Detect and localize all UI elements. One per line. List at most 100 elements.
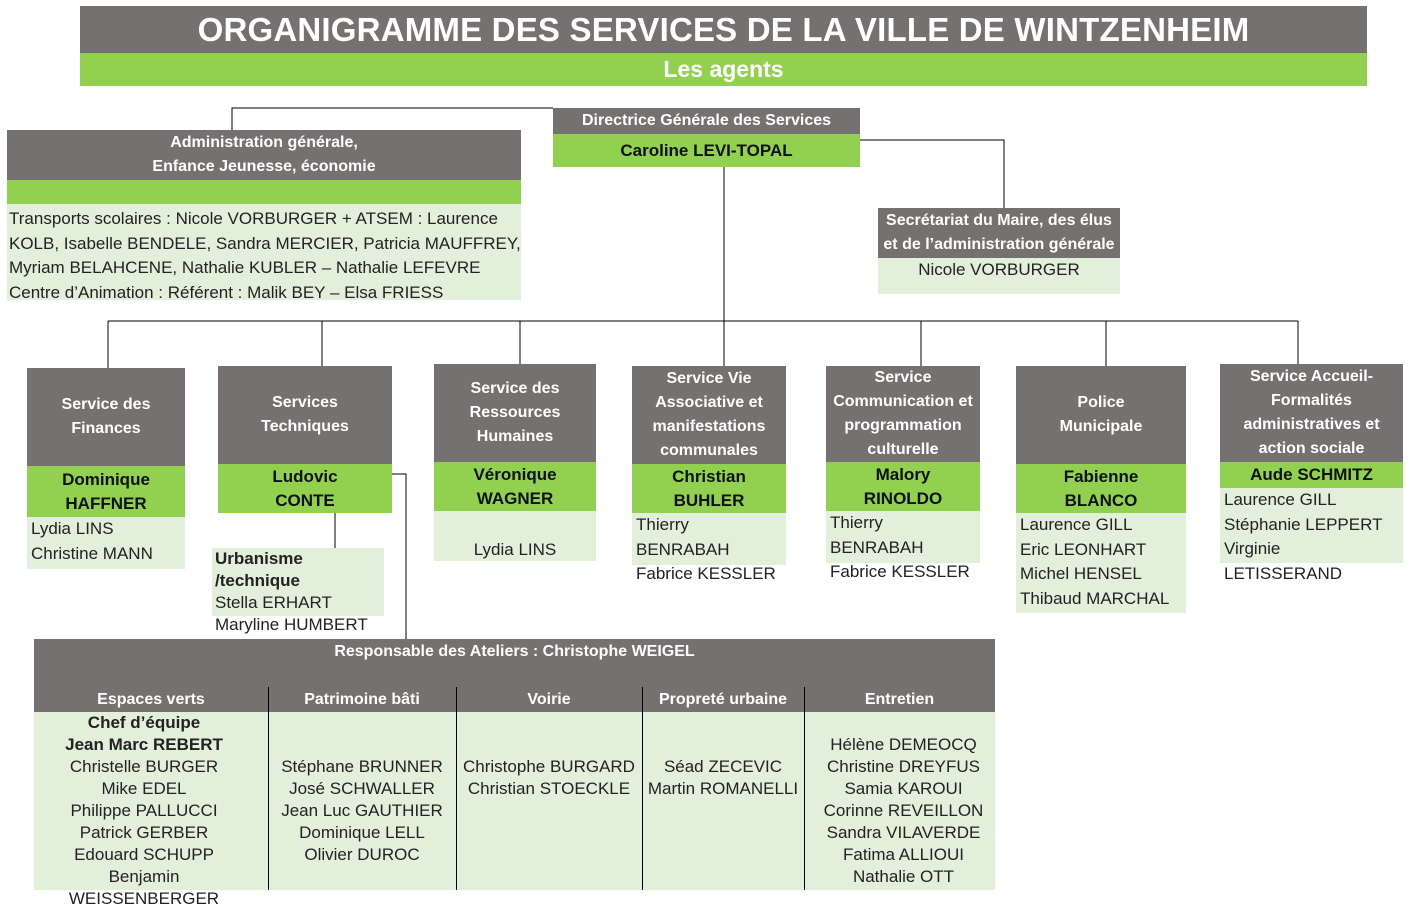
agent-name: Philippe PALLUCCI — [70, 801, 218, 820]
agent-name: Edouard SCHUPP — [74, 845, 214, 864]
agent-name: Dominique LELL — [299, 823, 425, 842]
ateliers-col-entretien: Hélène DEMEOCQ Christine DREYFUS Samia K… — [804, 734, 1003, 888]
agent-name: Samia KAROUI — [844, 779, 963, 798]
ateliers-col-divider — [456, 687, 457, 712]
ateliers-body: Chef d’équipe Jean Marc REBERT Christell… — [34, 712, 995, 905]
service-rh-agents: Lydia LINS — [434, 511, 596, 561]
agent-name: Martin ROMANELLI — [647, 779, 799, 798]
page-subtitle: Les agents — [80, 53, 1367, 86]
page-subtitle-text: Les agents — [663, 56, 784, 82]
service-accueil-manager: Aude SCHMITZ — [1220, 462, 1403, 488]
agent-name: Jean Luc GAUTHIER — [281, 801, 443, 820]
admin-line: Myriam BELAHCENE, Nathalie KUBLER – Nath… — [9, 258, 481, 277]
connector-dgs-admin — [231, 107, 553, 130]
secretariat-title-box: Secrétariat du Maire, des élus et de l’a… — [878, 208, 1120, 258]
service-rh-title: Service des Ressources Humaines — [434, 364, 596, 462]
agent-name: Patrick GERBER — [79, 823, 209, 842]
agent-name: Stella ERHART — [215, 593, 332, 612]
agent-name: Christian STOECKLE — [467, 779, 631, 798]
agent-name: Maryline HUMBERT — [215, 615, 368, 634]
agent-name: Laurence GILL — [1020, 515, 1133, 534]
ateliers-col-divider — [804, 712, 805, 890]
agent-name: Nathalie OTT — [852, 867, 955, 886]
ateliers-col-head: Entretien — [864, 691, 935, 708]
agent-name: Michel HENSEL — [1020, 564, 1142, 583]
ateliers-col-divider — [268, 712, 269, 890]
service-rh-manager: Véronique WAGNER — [434, 462, 596, 511]
agent-name: Benjamin WEISSENBERGER — [68, 867, 220, 905]
agent-name: Eric LEONHART — [1020, 539, 1147, 559]
service-communication-manager: Malory RINOLDO — [826, 462, 980, 511]
service-techniques-title: Services Techniques — [218, 366, 392, 464]
dgs-name-box: Caroline LEVI-TOPAL — [553, 134, 860, 167]
service-police-manager: Fabienne BLANCO — [1016, 464, 1186, 513]
admin-title: Administration générale, Enfance Jeuness… — [152, 134, 376, 175]
urbanisme-box: Urbanisme /technique Stella ERHART Maryl… — [212, 548, 384, 634]
ateliers-col-espaces-verts: Chef d’équipe Jean Marc REBERT Christell… — [34, 712, 254, 905]
ateliers-col-divider — [804, 687, 805, 712]
connector-dgs-secretariat — [860, 139, 1005, 208]
agent-name: Virginie LETISSERAND — [1224, 539, 1343, 583]
dgs-role: Directrice Générale des Services — [581, 112, 832, 129]
agent-name: Lydia LINS — [31, 519, 114, 538]
agent-name: Fabrice KESSLER — [830, 562, 970, 581]
agent-name: Stéphane BRUNNER — [281, 757, 443, 776]
service-communication-title: Service Communication et programmation c… — [826, 366, 980, 462]
agent-name: José SCHWALLER — [289, 779, 435, 798]
service-accueil-agents: Laurence GILL Stéphanie LEPPERT Virginie… — [1220, 488, 1403, 583]
ateliers-col-head: Espaces verts — [97, 691, 205, 708]
page-title-text: ORGANIGRAMME DES SERVICES DE LA VILLE DE… — [197, 10, 1250, 48]
agent-name: Christine MANN — [31, 543, 153, 563]
agent-name: Laurence GILL — [1224, 490, 1337, 509]
secretariat-name: Nicole VORBURGER — [918, 260, 1080, 279]
admin-green-bar — [7, 180, 521, 204]
agent-name: Hélène DEMEOCQ — [830, 735, 977, 754]
dgs-role-box: Directrice Générale des Services — [553, 108, 860, 134]
ateliers-col-voirie: Christophe BURGARD Christian STOECKLE — [456, 756, 642, 800]
ateliers-col-divider — [456, 712, 457, 890]
ateliers-col-divider — [642, 687, 643, 712]
agent-name: Thierry BENRABAH — [636, 515, 730, 559]
service-techniques-manager: Ludovic CONTE — [218, 464, 392, 513]
agent-name: Christine DREYFUS — [826, 757, 981, 776]
service-communication-agents: Thierry BENRABAH Fabrice KESSLER — [826, 511, 980, 581]
agent-name: Christophe BURGARD — [463, 757, 635, 776]
urbanisme-title: Urbanisme /technique — [215, 549, 303, 590]
service-finances-agents: Lydia LINS Christine MANN — [27, 517, 185, 569]
ateliers-col-divider — [642, 712, 643, 890]
service-vie-associative-manager: Christian BUHLER — [632, 464, 786, 513]
agent-name: Séad ZECEVIC — [663, 757, 783, 776]
ateliers-col-head: Propreté urbaine — [658, 691, 788, 708]
agent-name: Mike EDEL — [101, 779, 187, 798]
agent-name: Fatima ALLIOUI — [843, 845, 964, 864]
admin-line: Centre d’Animation : Référent : Malik BE… — [9, 282, 444, 302]
agent-name: Sandra VILAVERDE — [826, 823, 981, 842]
service-police-agents: Laurence GILL Eric LEONHART Michel HENSE… — [1016, 513, 1186, 613]
agent-name: Fabrice KESSLER — [636, 564, 776, 583]
secretariat-name-box: Nicole VORBURGER — [878, 258, 1120, 294]
secretariat-title: Secrétariat du Maire, des élus et de l’a… — [883, 212, 1115, 253]
ateliers-col-head: Voirie — [527, 691, 571, 708]
service-finances-manager: Dominique HAFFNER — [27, 466, 185, 517]
service-accueil-title: Service Accueil- Formalités administrati… — [1220, 364, 1403, 462]
agent-name: Stéphanie LEPPERT — [1224, 514, 1383, 534]
service-vie-associative-agents: Thierry BENRABAH Fabrice KESSLER — [632, 513, 786, 583]
ateliers-col-proprete: Séad ZECEVIC Martin ROMANELLI — [642, 756, 804, 800]
admin-agents-box: Transports scolaires : Nicole VORBURGER … — [7, 204, 521, 302]
chef-name: Jean Marc REBERT — [65, 735, 223, 754]
admin-title-box: Administration générale, Enfance Jeuness… — [7, 130, 521, 180]
admin-line: KOLB, Isabelle BENDELE, Sandra MERCIER, … — [9, 233, 521, 253]
page-title: ORGANIGRAMME DES SERVICES DE LA VILLE DE… — [80, 6, 1367, 53]
ateliers-col-head: Patrimoine bâti — [304, 691, 420, 708]
service-finances-title: Service des Finances — [27, 368, 185, 466]
agent-name: Olivier DUROC — [304, 845, 420, 864]
agent-name: Lydia LINS — [473, 540, 557, 559]
ateliers-col-divider — [268, 687, 269, 712]
agent-name: Corinne REVEILLON — [823, 801, 984, 820]
ateliers-title: Responsable des Ateliers : Christophe WE… — [334, 643, 695, 660]
admin-line: Transports scolaires : Nicole VORBURGER … — [9, 209, 498, 228]
service-police-title: Police Municipale — [1016, 366, 1186, 464]
ateliers-col-patrimoine: Stéphane BRUNNER José SCHWALLER Jean Luc… — [268, 756, 456, 866]
ateliers-header: Responsable des Ateliers : Christophe WE… — [34, 639, 995, 712]
agent-name: Christelle BURGER — [69, 757, 219, 776]
